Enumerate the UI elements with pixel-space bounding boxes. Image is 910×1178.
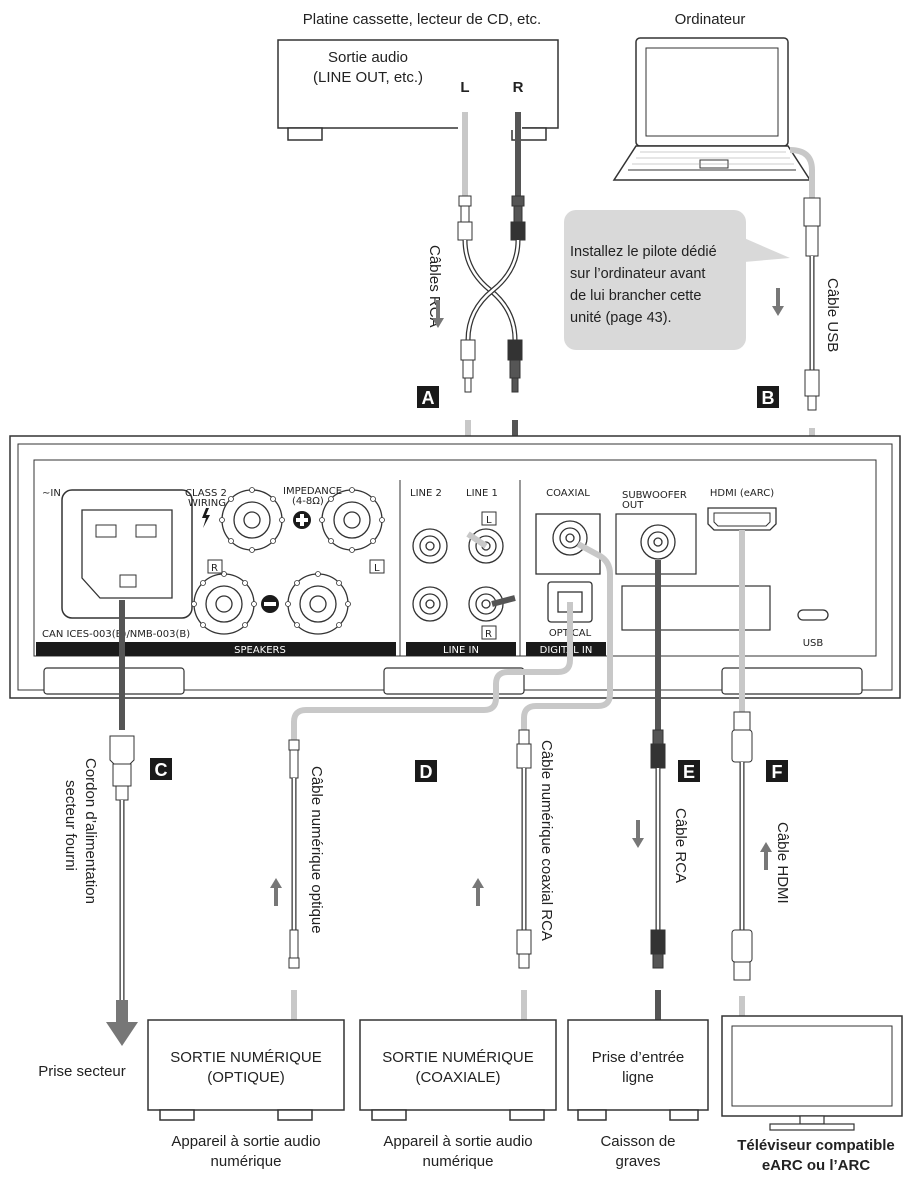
subwoofer-line-1: Caisson de	[600, 1133, 675, 1150]
coax-cable-label: Câble numérique coaxial RCA	[538, 740, 555, 941]
up-arrow-hdmi	[760, 842, 772, 870]
note-line-3: de lui brancher cette	[570, 288, 701, 304]
badge-b-label: B	[762, 388, 775, 408]
box-optical-line-2: (OPTIQUE)	[207, 1069, 285, 1086]
up-arrow-coax	[472, 878, 484, 906]
line-r-mark: R	[485, 629, 492, 640]
subwoofer-line-2: graves	[615, 1153, 660, 1170]
impedance-label-2: (4-8Ω)	[292, 496, 324, 507]
optical-cable	[288, 602, 573, 1024]
line-in-label: LINE IN	[443, 645, 479, 656]
line2-label: LINE 2	[410, 488, 442, 499]
rca-cable-label: Câble RCA	[672, 808, 689, 883]
device-digital-2-line-1: Appareil à sortie audio	[383, 1133, 532, 1150]
speaker-r-mark: R	[211, 563, 218, 574]
hdmi-label: HDMI (eARC)	[710, 488, 774, 499]
computer-icon	[612, 37, 812, 181]
note-line-1: Installez le pilote dédié	[570, 244, 717, 260]
can-ices-label: CAN ICES-003(B)/NMB-003(B)	[42, 629, 190, 640]
driver-note	[564, 210, 790, 350]
badge-f	[766, 760, 788, 782]
source-device	[277, 39, 559, 141]
box-line-in-line-1: Prise d’entrée	[592, 1049, 685, 1066]
optical-device	[147, 1019, 345, 1121]
device-digital-2-line-2: numérique	[423, 1153, 494, 1170]
digital-in-label: DIGITAL IN	[540, 645, 593, 656]
class2-label-2: WIRING	[188, 498, 226, 509]
tv-label-line-2: eARC ou l’ARC	[762, 1157, 871, 1174]
speaker-l-mark: L	[374, 563, 380, 574]
badge-c	[150, 758, 172, 780]
class2-label-1: CLASS 2	[185, 488, 227, 499]
optical-cable-label: Câble numérique optique	[308, 766, 325, 934]
box-line-in-line-2: ligne	[622, 1069, 654, 1086]
badge-e	[678, 760, 700, 782]
usb-cable-label: Câble USB	[824, 278, 841, 352]
computer-label: Ordinateur	[675, 11, 746, 28]
subwoofer-label-1: SUBWOOFER	[622, 490, 687, 501]
badge-e-label: E	[683, 762, 695, 782]
channel-right-label: R	[513, 79, 524, 96]
source-output-label-2: (LINE OUT, etc.)	[313, 69, 423, 86]
note-line-4: unité (page 43).	[570, 310, 672, 326]
up-arrow-optical	[270, 878, 282, 906]
power-cord	[106, 600, 138, 1046]
down-arrow-rca	[432, 300, 444, 328]
coaxial-cable	[516, 541, 613, 1024]
down-arrow-usb	[772, 288, 784, 316]
power-cord-label-2: secteur fourni	[62, 780, 79, 871]
subwoofer-device	[567, 1019, 709, 1121]
box-optical-line-1: SORTIE NUMÉRIQUE	[170, 1049, 321, 1066]
source-output-label-1: Sortie audio	[328, 49, 408, 66]
hdmi-cable-label: Câble HDMI	[774, 822, 791, 904]
rca-cables-label: Câbles RCA	[426, 245, 443, 328]
impedance-label-1: IMPEDANCE	[283, 486, 342, 497]
down-arrow-rca-sub	[632, 820, 644, 848]
speakers-label: SPEAKERS	[234, 645, 286, 656]
line-l-mark: L	[486, 515, 492, 526]
badge-c-label: C	[155, 760, 168, 780]
ac-in-label: ∼IN	[42, 488, 61, 499]
device-digital-1-line-1: Appareil à sortie audio	[171, 1133, 320, 1150]
device-digital-1-line-2: numérique	[211, 1153, 282, 1170]
line1-label: LINE 1	[466, 488, 498, 499]
power-cord-label-1: Cordon d’alimentation	[82, 758, 99, 904]
badge-a-label: A	[422, 388, 435, 408]
channel-left-label: L	[460, 79, 469, 96]
outlet-label: Prise secteur	[38, 1063, 126, 1080]
subwoofer-rca-cable	[650, 560, 666, 1024]
subwoofer-label-2: OUT	[622, 500, 644, 511]
badge-a	[417, 386, 439, 408]
badge-d-label: D	[420, 762, 433, 782]
box-coaxial-line-2: (COAXIALE)	[415, 1069, 500, 1086]
coaxial-device	[359, 1019, 557, 1121]
badge-d	[415, 760, 437, 782]
tv-label-line-1: Téléviseur compatible	[737, 1137, 895, 1154]
tv-icon	[721, 1015, 903, 1131]
coaxial-label: COAXIAL	[546, 488, 590, 499]
source-device-label: Platine cassette, lecteur de CD, etc.	[303, 11, 541, 28]
usb-port-label: USB	[803, 638, 824, 649]
box-coaxial-line-1: SORTIE NUMÉRIQUE	[382, 1049, 533, 1066]
rear-panel	[9, 435, 901, 699]
badge-f-label: F	[772, 762, 783, 782]
note-line-2: sur l’ordinateur avant	[570, 266, 705, 282]
badge-b	[757, 386, 779, 408]
